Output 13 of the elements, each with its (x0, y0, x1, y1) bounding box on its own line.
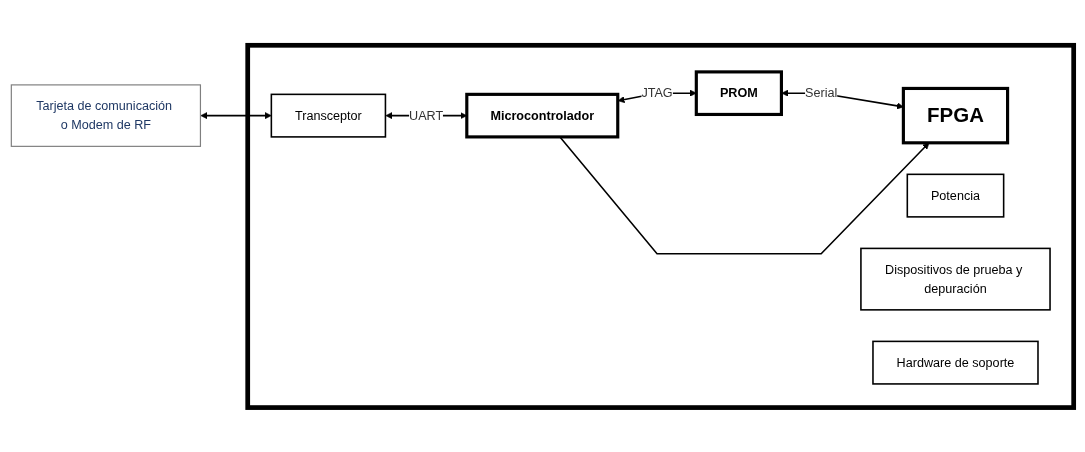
edge-label: JTAG (641, 85, 673, 100)
node-box: PROM (694, 69, 783, 116)
node-box: Tarjeta de comunicación o Modem de RF (10, 83, 202, 147)
edge-label: UART (409, 108, 444, 122)
node-box: Dispositivos de prueba y depuración (860, 247, 1051, 311)
node-box: Potencia (906, 173, 1005, 218)
node-box: FPGA (901, 86, 1010, 144)
cluster (245, 42, 1077, 410)
arrow (200, 111, 272, 119)
node-box: Hardware de soporte (872, 340, 1039, 385)
node-box: Microcontrolador (465, 92, 620, 139)
edge-label: Serial (805, 85, 838, 100)
node-box: Transceptor (270, 93, 387, 138)
